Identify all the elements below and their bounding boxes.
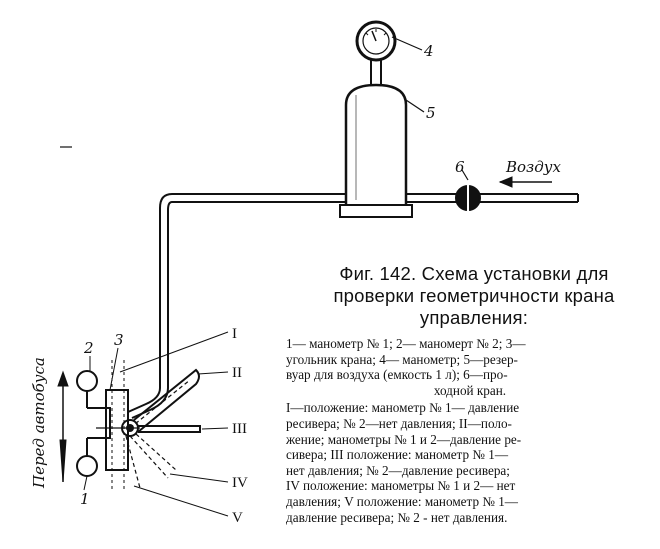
label-2: 2 xyxy=(83,339,94,357)
figure-caption: Фиг. 142. Схема установки для проверки г… xyxy=(288,263,660,329)
legend-line: I—положение: манометр № 1— давление xyxy=(286,400,520,416)
legend-line: сивера; III положение: манометр № 1— xyxy=(286,447,509,463)
legend-line: угольник крана; 4— манометр; 5—резер- xyxy=(286,351,518,367)
air-label: Воздух xyxy=(505,158,561,176)
legend-line: IV положение: манометры № 1 и 2— нет xyxy=(286,478,516,494)
legend-line: жение; манометры № 1 и 2—давление ре- xyxy=(286,431,522,447)
air-pipe xyxy=(127,193,579,419)
control-valve-assembly xyxy=(76,331,229,517)
front-of-bus-label: Перед автобуса xyxy=(30,357,48,489)
legend-items: 1— манометр № 1; 2— маномерт № 2; 3— уго… xyxy=(286,336,654,398)
label-5: 5 xyxy=(426,104,436,122)
legend-line: 1— манометр № 1; 2— маномерт № 2; 3— xyxy=(286,336,526,351)
legend-line: давления; V положение: манометр № 1— xyxy=(286,493,518,509)
shutoff-valve-6 xyxy=(455,184,481,212)
label-4: 4 xyxy=(423,42,434,60)
air-flow-arrow xyxy=(498,176,552,188)
caption-line-1: Фиг. 142. Схема установки для xyxy=(339,263,609,284)
position-II-label: II xyxy=(232,365,242,381)
air-reservoir-5 xyxy=(339,83,413,218)
legend-line: нет давления; № 2—давление ресивера; xyxy=(286,462,510,478)
legend-line: ходной кран. xyxy=(433,382,507,398)
position-IV-label: IV xyxy=(232,475,248,491)
caption-line-2: проверки геометричности крана xyxy=(333,285,615,306)
figure-legend: 1— манометр № 1; 2— маномерт № 2; 3— уго… xyxy=(286,336,654,525)
legend-positions: I—положение: манометр № 1— давление реси… xyxy=(286,400,654,525)
legend-line: ресивера; № 2—нет давления; II—поло- xyxy=(286,415,512,431)
caption-line-3: управления: xyxy=(419,307,529,328)
front-direction-arrow xyxy=(57,370,69,483)
label-1: 1 xyxy=(80,490,90,508)
label-6: 6 xyxy=(455,158,465,176)
position-V-label: V xyxy=(232,510,243,526)
position-III-label: III xyxy=(232,421,247,437)
label-3: 3 xyxy=(114,331,124,349)
position-I-label: I xyxy=(232,326,237,342)
legend-line: вуар для воздуха (емкость 1 л); 6—про- xyxy=(286,367,508,383)
legend-line: давление ресивера; № 2 - нет давления. xyxy=(286,509,508,525)
pressure-gauge-4 xyxy=(355,20,397,85)
